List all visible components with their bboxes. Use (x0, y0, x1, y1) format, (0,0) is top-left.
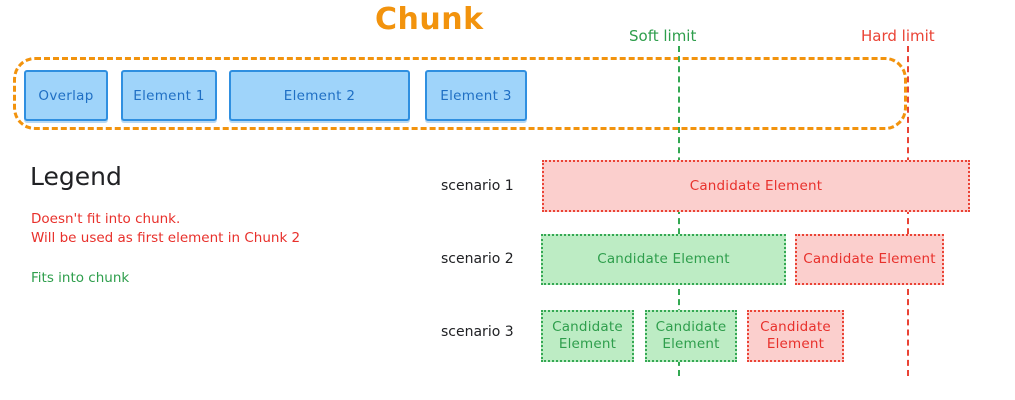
chunk-title: Chunk (375, 2, 484, 37)
legend-not-fit: Doesn't fit into chunk. Will be used as … (31, 210, 300, 248)
legend-not-fit-line-1: Doesn't fit into chunk. (31, 211, 181, 227)
soft-limit-label: Soft limit (629, 27, 697, 45)
scenario-3-candidate-2[interactable]: Candidate Element (645, 310, 737, 362)
scenario-2-candidate-2[interactable]: Candidate Element (795, 234, 944, 285)
scenario-1-candidate-1[interactable]: Candidate Element (542, 160, 970, 212)
chunk-container (13, 57, 907, 130)
hard-limit-label: Hard limit (861, 27, 935, 45)
scenario-2-candidate-1-label: Candidate Element (597, 251, 730, 267)
scenario-1-candidate-1-label: Candidate Element (689, 177, 823, 194)
chunk-element-overlap-label: Overlap (38, 87, 94, 104)
chunk-element-1[interactable]: Element 1 (121, 70, 217, 121)
scenario-3-candidate-3-label: Candidate Element (760, 319, 831, 352)
scenario-2-label: scenario 2 (441, 251, 514, 267)
scenario-2-candidate-1[interactable]: Candidate Element (541, 234, 786, 285)
chunk-element-2-label: Element 2 (283, 87, 356, 104)
scenario-3-label: scenario 3 (441, 324, 514, 340)
chunk-element-2[interactable]: Element 2 (229, 70, 410, 121)
legend-fits: Fits into chunk (31, 270, 130, 286)
chunk-element-1-label: Element 1 (133, 87, 205, 104)
scenario-3-candidate-1[interactable]: Candidate Element (541, 310, 634, 362)
scenario-3-candidate-3[interactable]: Candidate Element (747, 310, 844, 362)
legend-not-fit-line-2: Will be used as first element in Chunk 2 (31, 230, 301, 246)
chunk-element-overlap[interactable]: Overlap (24, 70, 108, 121)
legend-title: Legend (30, 162, 122, 191)
scenario-1-label: scenario 1 (441, 178, 514, 194)
chunk-element-3-label: Element 3 (440, 87, 512, 104)
scenario-3-candidate-1-label: Candidate Element (552, 319, 623, 352)
scenario-2-candidate-2-label: Candidate Element (803, 251, 936, 267)
chunk-element-3[interactable]: Element 3 (425, 70, 527, 121)
scenario-3-candidate-2-label: Candidate Element (655, 319, 727, 352)
